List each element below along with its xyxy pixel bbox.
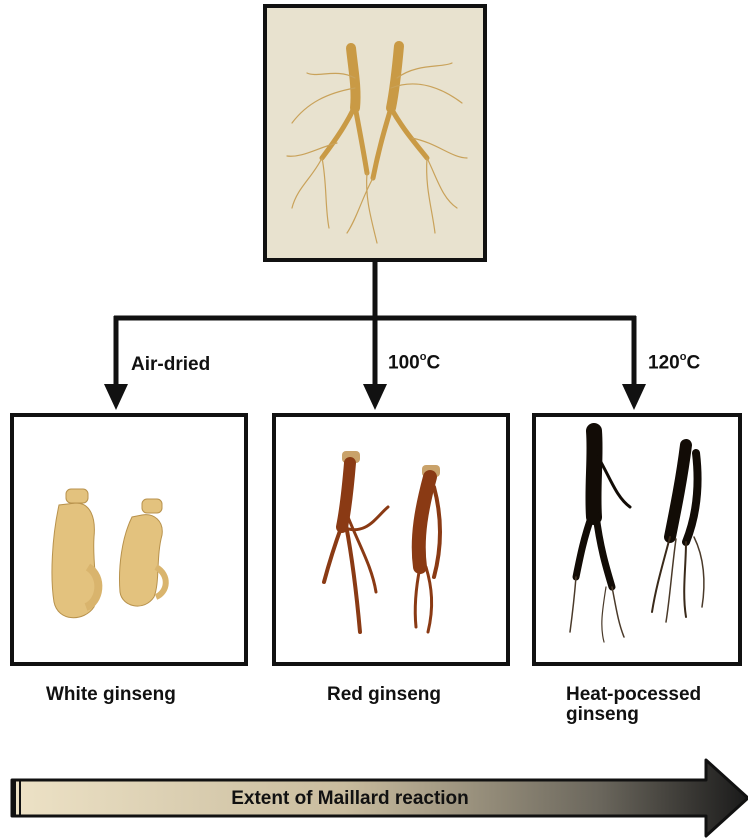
branch-label-air-dried: Air-dried: [131, 354, 210, 376]
branch-label-100c: 100oC: [388, 352, 440, 374]
heat-processed-ginseng-photo: [532, 413, 742, 666]
caption-heat-line-1: Heat-pocessed: [566, 685, 701, 705]
heat-processed-ginseng-illustration: [536, 417, 738, 662]
red-ginseng-illustration: [276, 417, 506, 662]
process-connectors: [0, 0, 748, 420]
caption-red-ginseng: Red ginseng: [327, 685, 441, 705]
caption-heat-line-2: ginseng: [566, 705, 701, 725]
arrowhead-left: [104, 384, 128, 410]
arrowhead-middle: [363, 384, 387, 410]
arrowhead-right: [622, 384, 646, 410]
white-ginseng-photo: [10, 413, 248, 666]
maillard-reaction-label: Extent of Maillard reaction: [0, 788, 700, 810]
red-ginseng-photo: [272, 413, 510, 666]
caption-white-ginseng: White ginseng: [46, 685, 176, 705]
caption-heat-processed-ginseng: Heat-pocessed ginseng: [566, 685, 701, 725]
white-ginseng-illustration: [14, 417, 244, 662]
branch-label-120c: 120oC: [648, 352, 700, 374]
